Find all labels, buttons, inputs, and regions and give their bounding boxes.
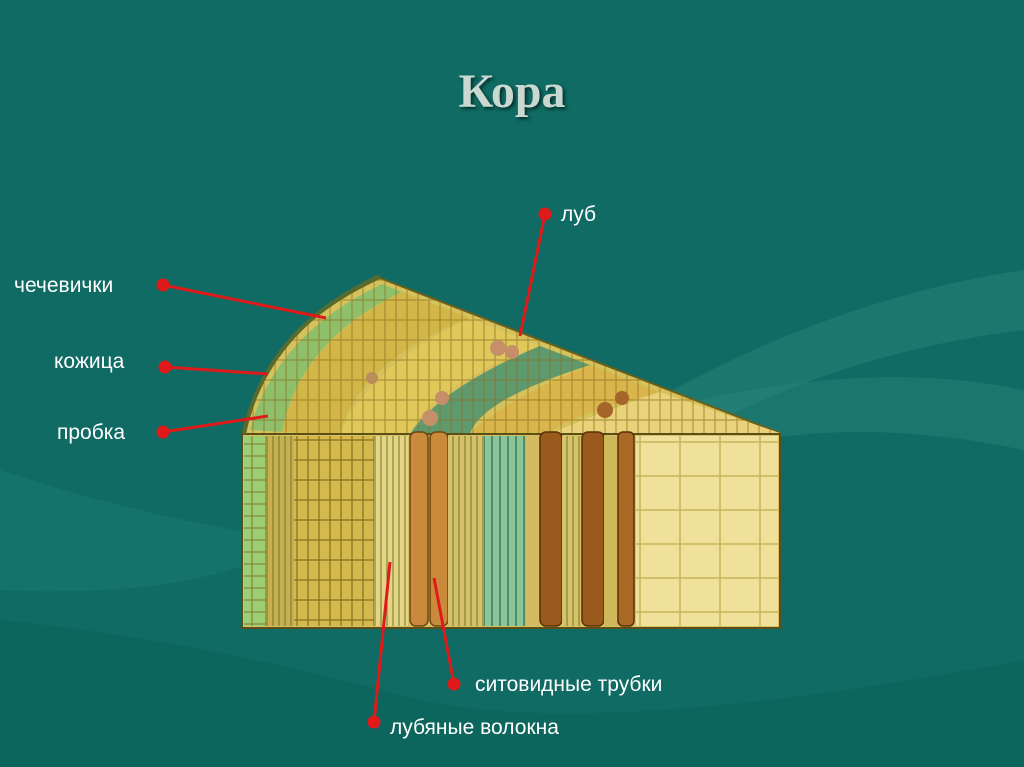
pointer-probka: [156, 414, 269, 439]
wedge-front-face: [241, 431, 781, 629]
label-sitovidnye: ситовидные трубки: [475, 673, 663, 696]
wedge-top-face: [240, 276, 781, 437]
label-chechevichki: чечевички: [14, 274, 114, 297]
page-title: Кора: [458, 65, 566, 118]
pointer-kozhitsa: [158, 360, 269, 376]
label-lub: луб: [561, 203, 597, 226]
pointer-lines: [156, 207, 552, 729]
bark-skin-edge: [242, 274, 381, 435]
pointer-lub: [518, 207, 552, 337]
pointer-sitovidnye: [432, 577, 461, 691]
label-kozhitsa: кожица: [54, 350, 125, 373]
pointer-lubyanye: [367, 561, 392, 729]
label-probka: пробка: [57, 421, 126, 444]
pointer-chechevichki: [156, 278, 327, 320]
label-lubyanye: лубяные волокна: [390, 716, 559, 739]
